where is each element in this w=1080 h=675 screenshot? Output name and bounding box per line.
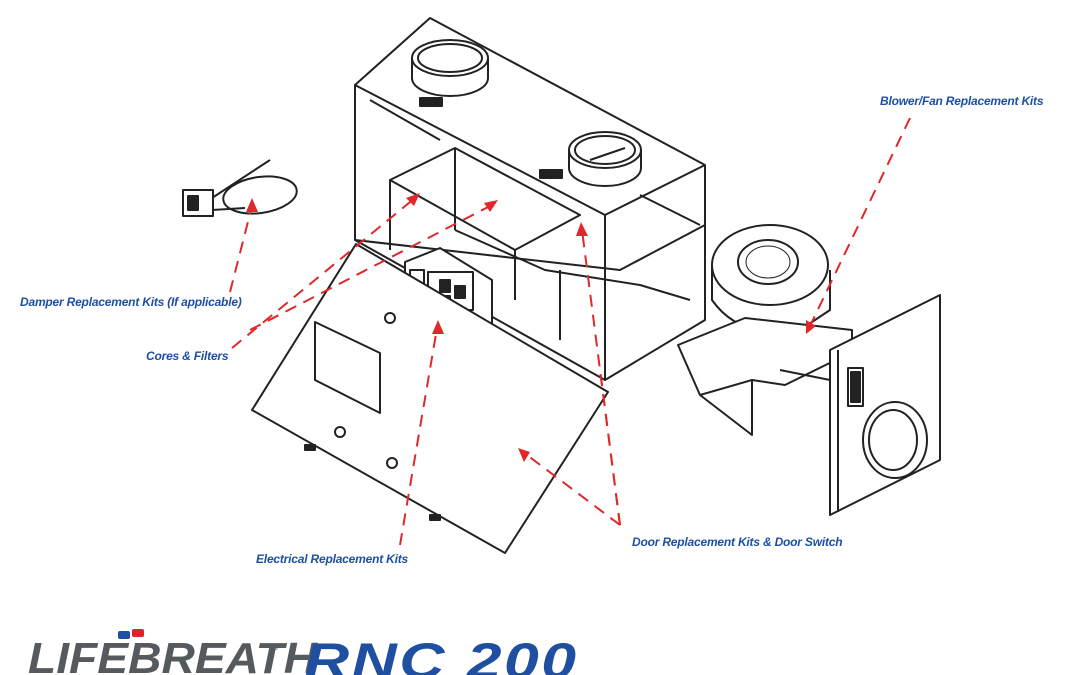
blower-assembly [677,224,853,436]
callout-blower-kits: Blower/Fan Replacement Kits [880,94,1044,108]
callout-door-kits: Door Replacement Kits & Door Switch [632,535,843,549]
leader-arrowheads [246,193,816,462]
damper-assembly [182,159,298,217]
registered-mark: ® [272,642,279,652]
callout-electrical-kits: Electrical Replacement Kits [256,552,409,566]
logo-dots-icon [118,629,144,639]
brand-wordmark: LIFEBREATH [28,634,318,675]
door-panel [251,243,609,554]
brand-logo: LIFEBREATH ® RNC 200 [28,628,588,675]
cabinet [354,17,706,381]
callout-cores-filters: Cores & Filters [146,349,229,363]
model-name: RNC 200 [304,633,579,675]
callout-damper-kits: Damper Replacement Kits (If applicable) [20,295,242,309]
leader-lines [229,117,911,546]
side-panel [829,294,941,516]
